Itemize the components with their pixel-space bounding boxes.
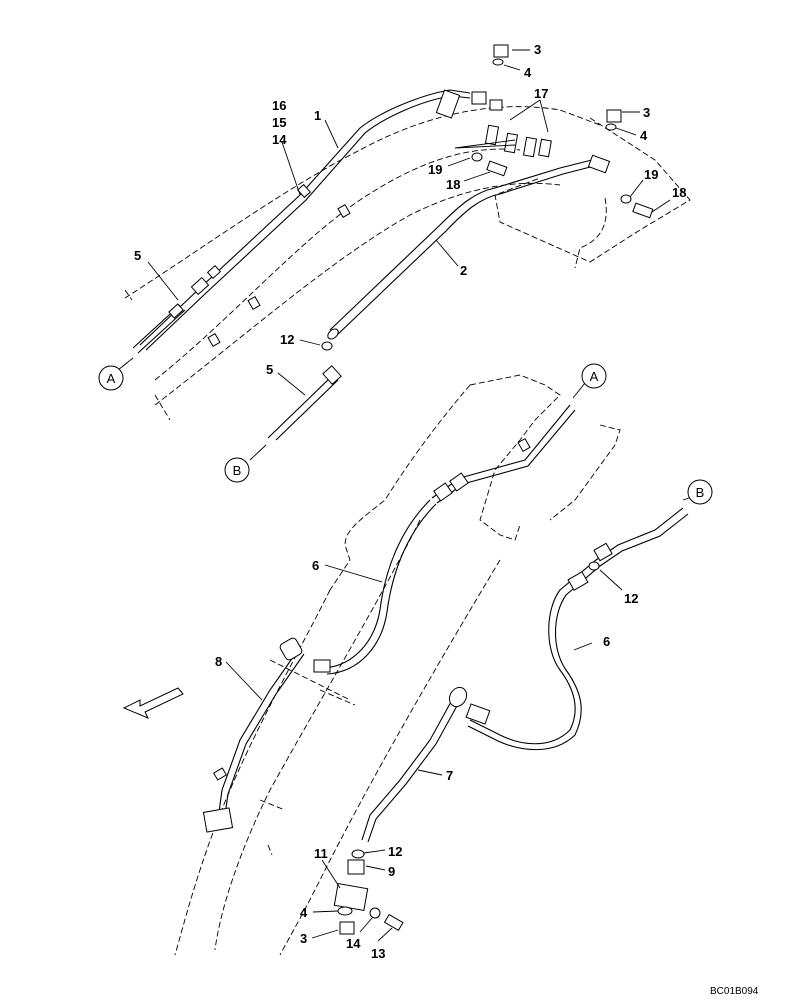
svg-text:B: B — [233, 463, 242, 478]
boom-outline-upper — [124, 106, 691, 421]
connector-a-upper: A — [98, 365, 124, 391]
part-label-5: 5 — [266, 362, 273, 377]
part-label-19: 19 — [644, 167, 658, 182]
connector-a-lower: A — [581, 363, 607, 389]
hose-6-right — [465, 507, 689, 751]
o-ring-12-right — [588, 561, 600, 571]
connector-b-lower: B — [687, 479, 713, 505]
part-label-3: 3 — [643, 105, 650, 120]
part-label-12: 12 — [280, 332, 294, 347]
arm-outline-lower — [174, 374, 621, 956]
connector-b-upper: B — [224, 457, 250, 483]
pipe-2 — [327, 157, 603, 340]
hose-5-lower — [267, 365, 342, 441]
part-label-18: 18 — [672, 185, 686, 200]
direction-arrow — [122, 687, 184, 719]
leader-lines — [117, 49, 693, 942]
figure-code: BC01B094 — [710, 986, 759, 997]
part-label-15: 15 — [272, 115, 286, 130]
part-label-3: 3 — [534, 42, 541, 57]
part-label-14: 14 — [346, 936, 361, 951]
pipe-8 — [202, 637, 305, 833]
part-label-12: 12 — [388, 844, 402, 859]
part-label-18: 18 — [446, 177, 460, 192]
part-label-13: 13 — [371, 946, 385, 961]
part-label-11: 11 — [314, 846, 328, 861]
part-label-9: 9 — [388, 864, 395, 879]
part-label-14: 14 — [272, 132, 287, 147]
svg-text:A: A — [590, 369, 599, 384]
part-label-6: 6 — [312, 558, 319, 573]
part-label-17: 17 — [534, 86, 548, 101]
part-label-1: 1 — [314, 108, 321, 123]
part-label-4: 4 — [640, 128, 648, 143]
part-label-12: 12 — [624, 591, 638, 606]
part-label-3: 3 — [300, 931, 307, 946]
block-11 — [333, 882, 404, 935]
part-label-4: 4 — [524, 65, 532, 80]
pipe-7 — [347, 686, 468, 875]
hose-6-left — [313, 404, 576, 675]
part-label-4: 4 — [300, 905, 308, 920]
part-label-2: 2 — [460, 263, 467, 278]
part-label-5: 5 — [134, 248, 141, 263]
part-label-6: 6 — [603, 634, 610, 649]
part-label-8: 8 — [215, 654, 222, 669]
part-label-7: 7 — [446, 768, 453, 783]
svg-text:B: B — [696, 485, 705, 500]
pipe-1 — [139, 89, 471, 351]
upper-fittings — [207, 44, 654, 348]
o-ring-12-upper — [321, 341, 333, 351]
svg-text:A: A — [107, 371, 116, 386]
part-label-19: 19 — [428, 162, 442, 177]
part-label-16: 16 — [272, 98, 286, 113]
hose-5-upper — [132, 303, 186, 354]
